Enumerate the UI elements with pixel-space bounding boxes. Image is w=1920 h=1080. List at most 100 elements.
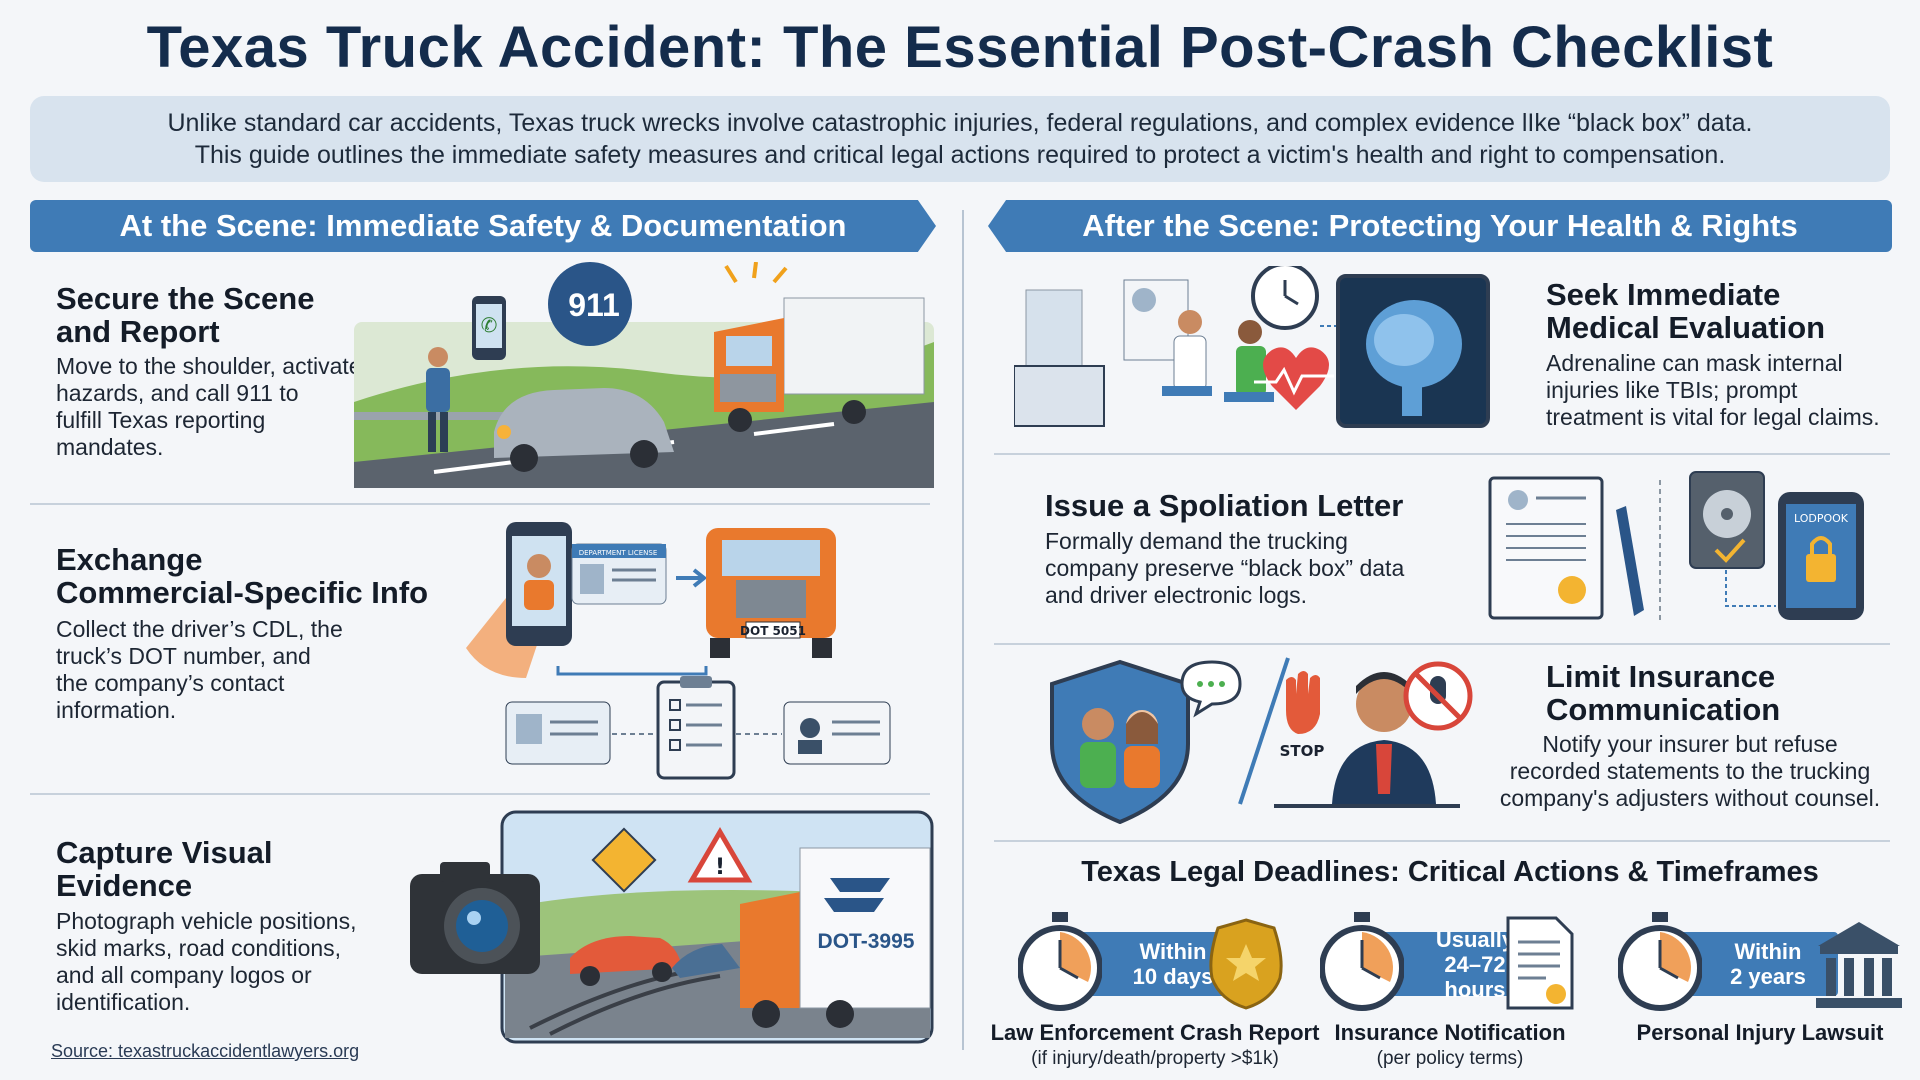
body-line: identification.	[56, 989, 191, 1015]
deadline-insurance-notification: Usually 24–72 hours	[1320, 912, 1610, 1012]
desk-icon	[1014, 365, 1105, 427]
truck-trailer	[783, 297, 925, 395]
body-line: the company’s contact	[56, 670, 285, 696]
doctor-icon	[1178, 310, 1202, 334]
body-line: Photograph vehicle positions,	[56, 908, 357, 934]
body-line: and all company logos or	[56, 962, 312, 988]
svg-text:!: !	[715, 855, 725, 880]
body-line: and driver electronic logs.	[1045, 582, 1308, 608]
deadline-sub-insurance: (per policy terms)	[1376, 1048, 1524, 1069]
left-column-header: At the Scene: Immediate Safety & Documen…	[30, 200, 936, 252]
step-title-line: Seek Immediate	[1546, 277, 1781, 312]
body-line: treatment is vital for legal claims.	[1546, 404, 1880, 430]
adjuster-icon	[1356, 676, 1412, 732]
lock-screen-text: LODPOOK	[1794, 512, 1849, 525]
section-divider	[994, 453, 1890, 455]
step-title-line: Issue a Spoliation Letter	[1045, 488, 1404, 523]
body-line: hazards, and call 911 to	[56, 380, 299, 406]
intro-line-1: Unlike standard car accidents, Texas tru…	[167, 109, 1753, 137]
section-divider	[994, 840, 1890, 842]
911-text: 911	[568, 287, 620, 323]
section-divider	[994, 643, 1890, 645]
svg-text:✆: ✆	[481, 313, 498, 337]
time-line: Usually	[1435, 926, 1515, 952]
person-icon	[428, 347, 448, 367]
courthouse-icon	[1816, 922, 1902, 1008]
truck-cab-icon	[740, 892, 800, 1008]
arrow-right-icon	[676, 568, 708, 588]
body-line: fulfill Texas reporting	[56, 407, 266, 433]
body-line: Formally demand the trucking	[1045, 528, 1348, 554]
insurance-communication-illustration: STOP	[1050, 657, 1473, 824]
time-line: Within	[1734, 939, 1802, 964]
step-title-secure-scene: Secure the Scene and Report	[56, 282, 314, 348]
step-body-exchange-info: Collect the driver’s CDL, the truck’s DO…	[56, 616, 343, 724]
deadline-label-insurance: Insurance Notification	[1334, 1020, 1566, 1045]
step-title-line: Evidence	[56, 868, 193, 903]
scene-report-illustration: ✆ 911	[354, 262, 934, 488]
deadlines-title: Texas Legal Deadlines: Critical Actions …	[1081, 856, 1819, 888]
step-title-capture-evidence: Capture Visual Evidence	[56, 836, 273, 902]
medical-evaluation-illustration	[1014, 266, 1490, 428]
step-title-line: Commercial-Specific Info	[56, 575, 429, 610]
deadline-label-lawsuit: Personal Injury Lawsuit	[1636, 1020, 1884, 1045]
crashed-car-icon	[570, 936, 682, 974]
step-title-spoliation: Issue a Spoliation Letter	[1045, 489, 1403, 522]
step-title-line: Limit Insurance	[1546, 659, 1776, 694]
time-line: Within	[1139, 939, 1207, 964]
step-body-spoliation: Formally demand the trucking company pre…	[1045, 528, 1404, 609]
exchange-info-illustration: DEPARTMENT LICENSE DOT 5051	[466, 522, 891, 780]
slash-divider	[1238, 657, 1290, 805]
hazard-flash-icon	[724, 262, 788, 284]
body-line: company's adjusters without counsel.	[1499, 785, 1881, 811]
body-line: company preserve “black box” data	[1045, 555, 1405, 581]
stopwatch-icon	[1618, 912, 1702, 1011]
body-line: Move to the shoulder, activate	[56, 353, 362, 379]
step-title-line: Medical Evaluation	[1546, 310, 1826, 345]
time-line: 24–72	[1444, 951, 1506, 977]
license-card-text: DEPARTMENT LICENSE	[579, 549, 658, 557]
body-line: mandates.	[56, 434, 164, 460]
step-title-insurance: Limit Insurance Communication	[1546, 660, 1780, 726]
step-title-line: Capture Visual	[56, 835, 273, 870]
step-body-secure-scene: Move to the shoulder, activate hazards, …	[56, 353, 362, 461]
step-title-line: Secure the Scene	[56, 281, 315, 316]
body-line: truck’s DOT number, and	[56, 643, 311, 669]
slippery-road-sign-icon	[591, 827, 657, 893]
intro-line-2: This guide outlines the immediate safety…	[194, 141, 1726, 169]
section-divider	[30, 793, 930, 795]
step-body-capture-evidence: Photograph vehicle positions, skid marks…	[56, 908, 356, 1016]
deadline-crash-report: Within 10 days	[1018, 912, 1308, 1012]
body-line: Collect the driver’s CDL, the	[56, 616, 343, 642]
time-line: 10 days	[1132, 964, 1214, 989]
company-logo-icon	[824, 878, 890, 912]
trailer-dot-text: DOT-3995	[818, 930, 915, 953]
shield-icon	[1050, 659, 1190, 824]
body-line: information.	[56, 697, 177, 723]
deadline-label-crash-report: Law Enforcement Crash Report	[990, 1020, 1320, 1045]
speech-bubble-icon	[1180, 660, 1242, 718]
spoliation-letter-illustration: LODPOOK	[1488, 471, 1864, 620]
body-line: Notify your insurer but refuse	[1542, 731, 1838, 757]
step-title-medical: Seek Immediate Medical Evaluation	[1546, 278, 1825, 344]
stopwatch-icon	[1018, 912, 1102, 1011]
page-title: Texas Truck Accident: The Essential Post…	[146, 15, 1774, 80]
intro-banner: Unlike standard car accidents, Texas tru…	[30, 96, 1890, 182]
step-title-line: Communication	[1546, 692, 1781, 727]
body-line: recorded statements to the trucking	[1509, 758, 1871, 784]
warning-sign-icon	[687, 827, 753, 883]
step-title-line: and Report	[56, 314, 220, 349]
deadline-sub-crash-report: (if injury/death/property >$1k)	[1031, 1048, 1279, 1069]
column-divider	[962, 210, 964, 1050]
stop-text: STOP	[1280, 742, 1325, 760]
document-icon	[1506, 916, 1574, 1010]
step-body-medical: Adrenaline can mask internal injuries li…	[1546, 350, 1880, 431]
trailer-icon	[799, 847, 931, 1009]
deadline-personal-injury: Within 2 years	[1618, 912, 1908, 1012]
source-link[interactable]: Source: texastruckaccidentlawyers.org	[51, 1041, 360, 1061]
heart-icon	[1263, 347, 1329, 410]
car-icon	[494, 388, 674, 458]
capture-evidence-illustration: ! DOT-3995	[410, 810, 934, 1044]
step-body-insurance: Notify your insurer but refuse recorded …	[1490, 731, 1890, 812]
right-column-header: After the Scene: Protecting Your Health …	[988, 200, 1892, 252]
